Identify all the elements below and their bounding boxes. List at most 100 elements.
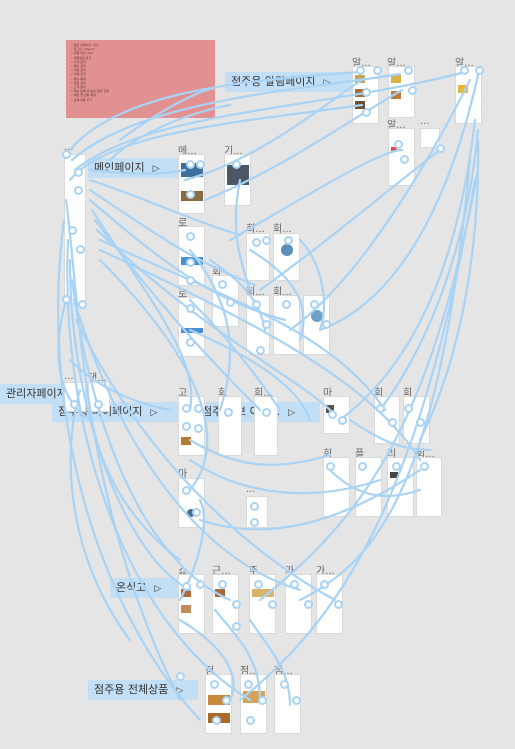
connection-node[interactable] — [76, 245, 85, 254]
connection-node[interactable] — [74, 186, 83, 195]
connection-node[interactable] — [194, 404, 203, 413]
connection-node[interactable] — [408, 86, 417, 95]
connection-node[interactable] — [280, 680, 289, 689]
connection-node[interactable] — [376, 404, 385, 413]
note-line: • 주문 관리 — [71, 68, 86, 73]
connection-node[interactable] — [254, 580, 263, 589]
connection-node[interactable] — [186, 276, 195, 285]
note-line: • 상세 내용 추가 — [71, 97, 93, 102]
connection-node[interactable] — [388, 418, 397, 427]
connection-node[interactable] — [78, 300, 87, 309]
connection-node[interactable] — [186, 160, 195, 169]
play-icon[interactable]: ▷ — [288, 408, 296, 418]
play-icon[interactable]: ▷ — [154, 584, 162, 594]
connection-node[interactable] — [62, 295, 71, 304]
flow-label-store-products[interactable]: 점주용 전체상품▷ — [88, 680, 198, 700]
connection-node[interactable] — [250, 502, 259, 511]
play-icon[interactable]: ▷ — [152, 164, 160, 174]
connection-node[interactable] — [182, 422, 191, 431]
connection-node[interactable] — [436, 144, 445, 153]
connection-node[interactable] — [256, 346, 265, 355]
connection-node[interactable] — [226, 298, 235, 307]
connection-node[interactable] — [232, 160, 241, 169]
connection-node[interactable] — [244, 680, 253, 689]
connection-node[interactable] — [356, 66, 365, 75]
connection-node[interactable] — [404, 404, 413, 413]
connection-node[interactable] — [182, 582, 191, 591]
connection-node[interactable] — [186, 190, 195, 199]
connection-node[interactable] — [290, 580, 299, 589]
connection-node[interactable] — [232, 622, 241, 631]
play-icon[interactable]: ▷ — [323, 78, 331, 88]
connection-node[interactable] — [246, 716, 255, 725]
connection-node[interactable] — [68, 226, 77, 235]
connection-node[interactable] — [420, 462, 429, 471]
screen-frame[interactable] — [254, 396, 278, 456]
connection-node[interactable] — [250, 518, 259, 527]
connection-node[interactable] — [310, 300, 319, 309]
connection-node[interactable] — [74, 168, 83, 177]
connection-node[interactable] — [460, 66, 469, 75]
connection-node[interactable] — [400, 155, 409, 164]
connection-node[interactable] — [262, 408, 271, 417]
connection-node[interactable] — [328, 410, 337, 419]
connection-node[interactable] — [284, 236, 293, 245]
connection-node[interactable] — [268, 600, 277, 609]
flow-label-main[interactable]: 메인페이지▷ — [88, 158, 180, 178]
connection-node[interactable] — [362, 88, 371, 97]
connection-node[interactable] — [176, 672, 185, 681]
connection-node[interactable] — [192, 508, 201, 517]
connection-node[interactable] — [186, 232, 195, 241]
connection-node[interactable] — [362, 108, 371, 117]
flow-label-menu[interactable]: 온식고 ▷ — [110, 578, 182, 598]
connection-node[interactable] — [70, 400, 79, 409]
connection-node[interactable] — [334, 600, 343, 609]
play-icon[interactable]: ▷ — [176, 686, 184, 696]
flow-label-store-alarm[interactable]: 점주용 알림페이지▷ — [225, 72, 353, 92]
connection-node[interactable] — [338, 416, 347, 425]
screen-frame[interactable] — [218, 396, 242, 456]
connection-node[interactable] — [326, 462, 335, 471]
connection-node[interactable] — [62, 150, 71, 159]
connection-node[interactable] — [224, 408, 233, 417]
connection-node[interactable] — [232, 600, 241, 609]
connection-node[interactable] — [222, 696, 231, 705]
connection-node[interactable] — [252, 238, 261, 247]
screen-frame[interactable] — [178, 478, 205, 528]
connection-node[interactable] — [404, 66, 413, 75]
connection-node[interactable] — [416, 418, 425, 427]
connection-node[interactable] — [262, 320, 271, 329]
connection-node[interactable] — [282, 300, 291, 309]
connection-node[interactable] — [292, 696, 301, 705]
connection-node[interactable] — [262, 236, 271, 245]
connection-node[interactable] — [212, 716, 221, 725]
connection-node[interactable] — [186, 258, 195, 267]
connection-node[interactable] — [194, 424, 203, 433]
connection-node[interactable] — [373, 66, 382, 75]
play-icon[interactable]: ▷ — [150, 408, 158, 418]
connection-node[interactable] — [394, 140, 403, 149]
connection-node[interactable] — [358, 462, 367, 471]
connection-node[interactable] — [252, 300, 261, 309]
connection-node[interactable] — [320, 580, 329, 589]
connection-node[interactable] — [258, 696, 267, 705]
connection-node[interactable] — [304, 600, 313, 609]
connection-node[interactable] — [210, 680, 219, 689]
connection-node[interactable] — [475, 66, 484, 75]
flow-label-text: 온식고 — [116, 581, 147, 594]
connection-node[interactable] — [186, 304, 195, 313]
connection-node[interactable] — [322, 320, 331, 329]
connection-node[interactable] — [196, 580, 205, 589]
connection-node[interactable] — [182, 486, 191, 495]
connection-node[interactable] — [218, 280, 227, 289]
connection-node[interactable] — [182, 404, 191, 413]
connection-node[interactable] — [218, 580, 227, 589]
connector — [98, 238, 387, 412]
flow-label-text: 관리자페이지 — [6, 387, 67, 400]
connection-node[interactable] — [392, 462, 401, 471]
connection-node[interactable] — [94, 400, 103, 409]
connection-node[interactable] — [186, 338, 195, 347]
connection-node[interactable] — [196, 160, 205, 169]
sticky-note[interactable]: • 점주 홈페이지 시안 • 로그인 / Sign-in • 회원가입 / Jo… — [66, 40, 215, 118]
